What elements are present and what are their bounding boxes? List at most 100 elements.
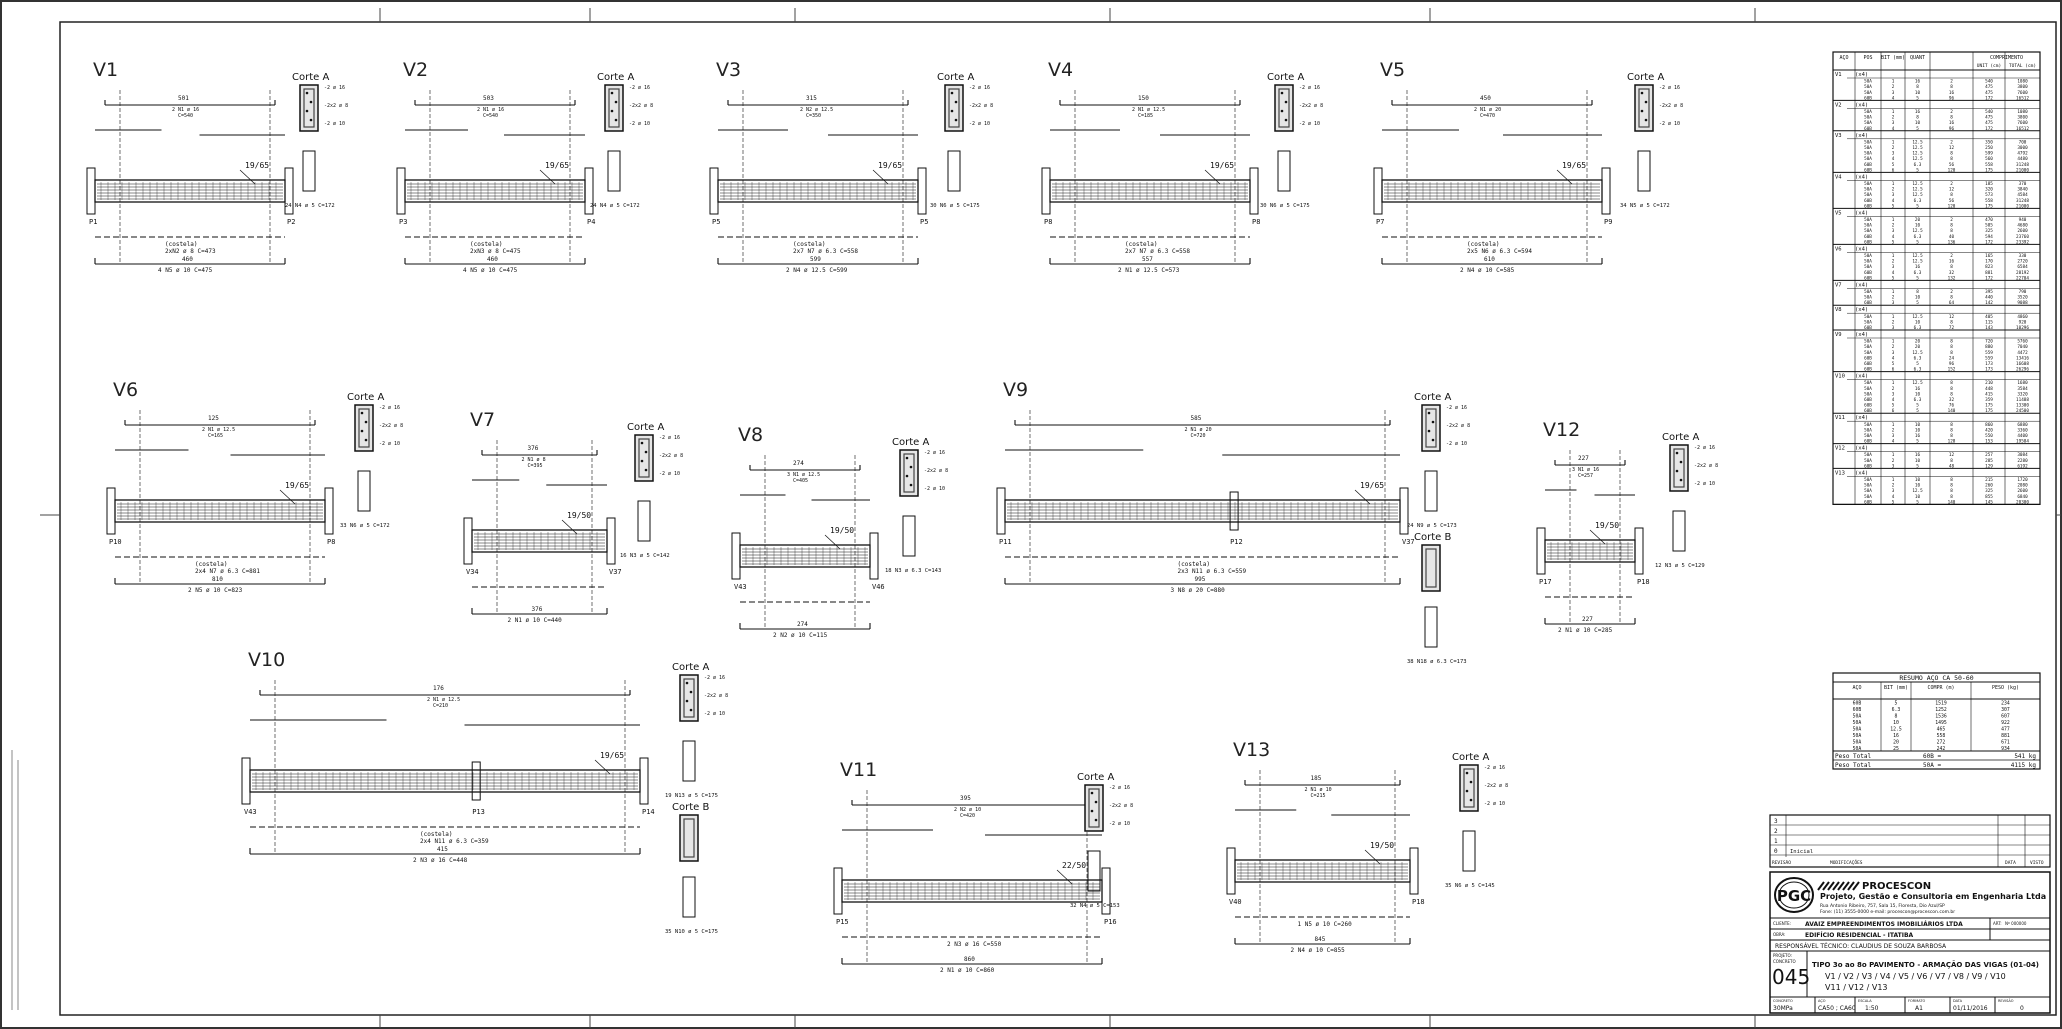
steel-table-cell: 12 <box>1949 187 1955 193</box>
steel-table-cell: 60B <box>1864 270 1872 276</box>
section-ratio: 19/50 <box>1370 841 1394 850</box>
steel-table-cell: 3 <box>1892 120 1895 126</box>
revision-number: 3 <box>1774 818 1778 825</box>
steel-table-cell: 3800 <box>2017 115 2028 121</box>
steel-table-cell: 3 <box>1892 192 1895 198</box>
steel-table-cell: 330 <box>2019 253 2027 259</box>
steel-table-cell: 440 <box>1985 295 1993 301</box>
section-a-outline <box>1634 84 1654 132</box>
steel-table-cell: 60B <box>1864 439 1872 445</box>
summary-cell: 50A <box>1853 727 1862 733</box>
top-bar-cut-length: C=720 <box>1191 433 1206 439</box>
steel-table-cell: 2 <box>1892 427 1895 433</box>
steel-table-cell: 285 <box>1985 458 1993 464</box>
section-a-rebar <box>644 468 648 472</box>
support-label: V46 <box>872 583 885 591</box>
steel-table-header: POS <box>1863 55 1872 61</box>
steel-table-cell: 10 <box>1915 427 1921 433</box>
section-a-rebar <box>1679 478 1683 482</box>
steel-table-cell: 26296 <box>2016 367 2029 373</box>
bottom-bar-label: 3 N8 ø 20 C=880 <box>1171 587 1226 594</box>
steel-table-cell: 96 <box>1949 361 1955 367</box>
steel-table-header: BIT (mm) <box>1881 55 1905 61</box>
steel-table-cell: 12.5 <box>1912 151 1923 157</box>
section-rebar-note: -2 ø 10 <box>969 121 990 127</box>
support-column <box>396 167 406 215</box>
support-column <box>86 167 96 215</box>
scale-label: ESCALA <box>1858 999 1872 1003</box>
steel-table-cell: 2 <box>1950 139 1953 145</box>
beam-title: V7 <box>470 409 495 431</box>
steel-table-cell: 50A <box>1864 187 1872 193</box>
stirrup-detail <box>637 500 651 542</box>
revision-number: 0 <box>1774 848 1778 855</box>
steel-table-cell: 60B <box>1864 408 1872 414</box>
summary-cell: 881 <box>2001 733 2010 739</box>
steel-table-cell: 475 <box>1985 90 1993 96</box>
skin-bar-label: 2x5 N6 ø 6.3 C=594 <box>1467 248 1532 255</box>
steel-table-cell: 6840 <box>2017 494 2028 500</box>
section-a-rebar <box>1431 420 1435 424</box>
stirrup-label: 32 N4 ø 5 C=153 <box>1070 903 1120 909</box>
section-rebar-note: -2 ø 16 <box>969 85 990 91</box>
section-a-rebar <box>305 109 309 113</box>
section-rebar-note: -2x2 ø 8 <box>1299 103 1323 109</box>
steel-table-cell: 10 <box>1915 90 1921 96</box>
section-rebar-note: -2 ø 10 <box>1299 121 1320 127</box>
bottom-bar-label: 2 N4 ø 10 C=855 <box>1291 947 1346 954</box>
summary-total-steel: 50A = <box>1923 762 1941 769</box>
summary-cell: 477 <box>2001 727 2010 733</box>
summary-cell: 1536 <box>1935 714 1947 720</box>
steel-table-cell: 16 <box>1915 433 1921 439</box>
stirrup-detail <box>1637 150 1651 192</box>
steel-table-cell: 1 <box>1892 139 1895 145</box>
support-label: P11 <box>999 538 1012 546</box>
steel-table-cell: 2600 <box>2017 228 2028 234</box>
top-bar-cut-length: C=185 <box>1138 113 1153 119</box>
steel-table-cell: 6 <box>1892 367 1895 373</box>
section-title: Corte A <box>347 392 384 403</box>
steel-table-cell: 50A <box>1864 156 1872 162</box>
steel-table-cell: 96 <box>1949 95 1955 101</box>
steel-table-cell: 50A <box>1864 433 1872 439</box>
top-bar-cut-length: C=405 <box>793 478 808 484</box>
section-a-stirrup <box>948 88 960 128</box>
steel-table-cell: 210 <box>1985 380 1993 386</box>
steel-table-cell: 420 <box>1985 427 1993 433</box>
steel-table-cell: 50A <box>1864 79 1872 85</box>
section-ratio: 19/50 <box>567 511 591 520</box>
support-label: P7 <box>1376 218 1384 226</box>
steel-table-cell: 4 <box>1892 439 1895 445</box>
steel-table-cell: 175 <box>1985 203 1993 209</box>
steel-table-cell: 24500 <box>2016 408 2029 414</box>
stirrup-b-label: 35 N10 ø 5 C=175 <box>665 929 718 935</box>
steel-table-cell: 1080 <box>2017 109 2028 115</box>
section-title: Corte A <box>1452 752 1489 763</box>
steel-table-cell: 448 <box>1985 386 1993 392</box>
project-label: PROJETO: <box>1773 953 1792 958</box>
support-label: P1 <box>89 218 97 226</box>
steel-table-cell: 8 <box>1950 319 1953 325</box>
beam-title: V2 <box>403 59 428 81</box>
bottom-span: 415 <box>437 846 448 853</box>
steel-table-cell: 1 <box>1892 339 1895 345</box>
date-value: 01/11/2016 <box>1953 1005 1988 1012</box>
steel-table-cell: 3320 <box>2017 391 2028 397</box>
section-ratio: 19/65 <box>878 161 902 170</box>
section-a-rebar <box>905 474 909 478</box>
steel-table-cell: 23760 <box>2016 234 2029 240</box>
section-a-rebar <box>689 690 693 694</box>
concrete-value: 30MPa <box>1773 1005 1793 1012</box>
steel-table-cell: 5 <box>1916 167 1919 173</box>
section-rebar-note: -2 ø 16 <box>379 405 400 411</box>
ratio-leader <box>1204 169 1221 185</box>
stirrup-detail <box>1424 470 1438 512</box>
section-rebar-note: -2x2 ø 8 <box>924 468 948 474</box>
section-rebar-note: -2 ø 10 <box>629 121 650 127</box>
steel-table-cell: 12.5 <box>1912 253 1923 259</box>
top-bar-length: 227 <box>1578 455 1589 462</box>
steel-table-cell: 5 <box>1916 403 1919 409</box>
section-a-rebar <box>1284 118 1288 122</box>
section-a-rebar <box>614 100 618 104</box>
